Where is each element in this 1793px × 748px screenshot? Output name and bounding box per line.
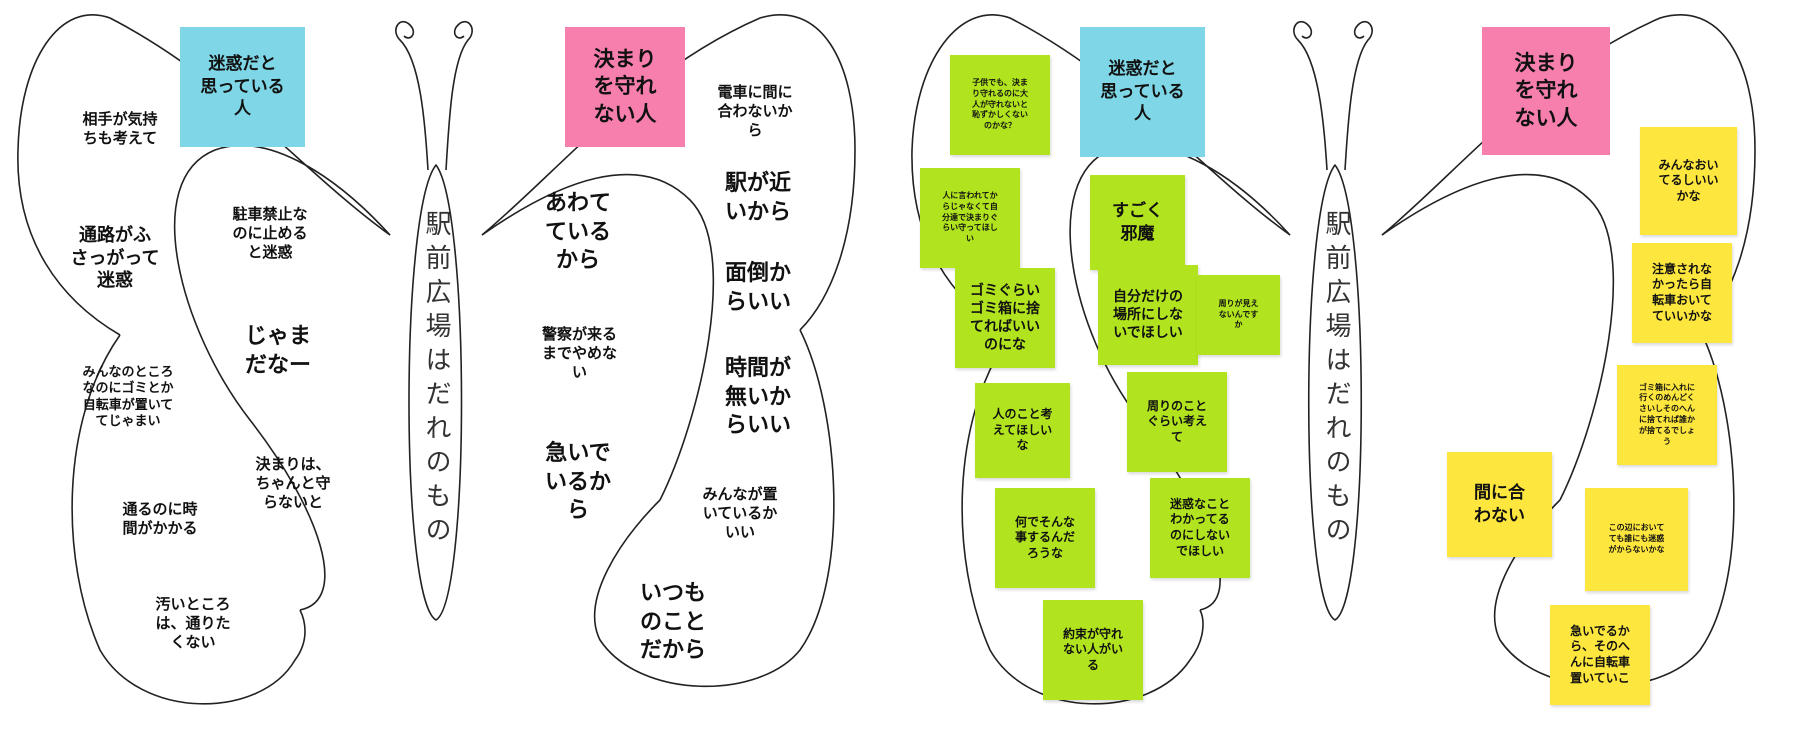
left-text-9: あわて ている から [544,191,611,274]
left-text-16: みんなが置 いているか いい [702,485,778,541]
right-header-rule-breakers: 決まり を守れ ない人 [1482,27,1610,155]
left-text-15: 時間が 無いか らいい [724,356,791,439]
right-body-title: 駅前広場はだれのもの [1321,210,1351,550]
left-text-3: みんなのところ なのにゴミとか 自転車が置いて てじゃまい [82,365,174,429]
green-note-7: すごく 邪魔 [1090,175,1185,270]
green-note-5: 何でそんな 事するんだ ろうな [995,488,1095,588]
left-body-title: 駅前広場はだれのもの [421,210,451,550]
left-text-7: じゃま だなー [244,324,311,378]
left-text-13: 駅が近 いから [724,171,791,225]
left-text-8: 決まりは、 ちゃんと守 らないと [255,455,331,511]
left-text-5: 汚いところ は、通りた くない [155,595,231,651]
left-text-11: 急いで いるか ら [544,441,611,524]
yellow-note-1: みんなおい てるしいい かな [1640,127,1737,235]
yellow-note-4: 間に合 わない [1447,452,1552,557]
green-note-1: 子供でも、決ま り守れるのに大 人が守れないと 恥ずかしくない のかな？ [950,55,1050,155]
green-note-6: 約束が守れ ない人がい る [1043,600,1143,700]
green-note-4: 人のこと考 えてほしい な [975,383,1070,478]
left-text-12: 電車に間に 合わないか ら [717,83,793,139]
green-note-11: 迷惑なこと わかってる のにしない でほしい [1150,478,1250,578]
left-text-17: いつも のこと だから [639,581,706,664]
yellow-note-5: この辺において ても誰にも迷惑 がからないかな [1585,488,1688,591]
yellow-note-2: 注意されな かったら自 転車おいて ていいかな [1632,243,1732,343]
green-note-9: 周りが見え ないんです か [1197,275,1280,355]
green-note-10: 周りのこと ぐらい考え て [1127,372,1227,472]
left-header-annoyed: 迷惑だと 思っている 人 [180,27,305,147]
left-text-6: 駐車禁止な のに止める と迷惑 [232,205,308,261]
left-text-4: 通るのに時 間がかかる [122,500,198,537]
yellow-note-6: 急いでるか ら、そのへ んに自転車 置いていこ [1550,605,1650,705]
left-header-rule-breakers: 決まり を守れ ない人 [565,27,685,147]
green-note-3: ゴミぐらい ゴミ箱に捨 てればいい のにな [955,268,1055,368]
left-text-2: 通路がふ さっがって 迷惑 [70,225,160,291]
right-header-annoyed: 迷惑だと 思っている 人 [1080,27,1205,157]
left-text-14: 面倒か らいい [724,261,791,315]
green-note-8: 自分だけの 場所にしな いでほしい [1098,265,1198,365]
green-note-2: 人に言われてか らじゃなくて自 分達で決まりぐ らい守ってほし い [920,168,1020,268]
left-text-10: 警察が来る までやめな い [541,325,617,381]
yellow-note-3: ゴミ箱に入れに 行くのめんどく さいしそのへん に捨てれば誰か が捨てるでしょ … [1617,365,1717,465]
left-text-1: 相手が気持 ちも考えて [82,110,158,147]
